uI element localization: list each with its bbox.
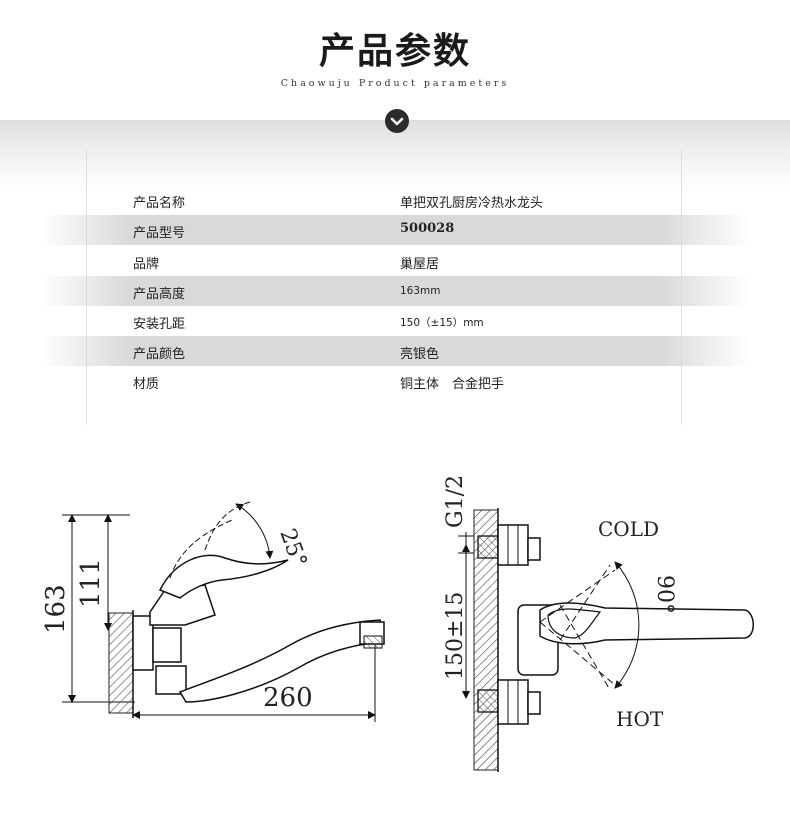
spec-label: 材质 <box>133 377 160 392</box>
side-view: 163 111 25° 260 <box>41 501 385 722</box>
dim-150-label: 150±15 <box>443 592 468 680</box>
chevron-down-icon[interactable] <box>385 109 409 133</box>
dim-g12-label: G1/2 <box>443 475 468 528</box>
angle-90-label: 90° <box>652 575 677 614</box>
spec-value: 163mm <box>400 285 441 297</box>
spec-value: 亮银色 <box>400 347 440 362</box>
dim-111-label: 111 <box>76 558 106 608</box>
spec-row-hole-distance: 安装孔距 150（±15）mm <box>40 306 750 336</box>
spec-label: 产品型号 <box>133 226 186 241</box>
spec-value: 150（±15）mm <box>400 317 484 329</box>
spec-row-color: 产品颜色 亮银色 <box>40 336 750 366</box>
spec-panel <box>0 120 790 425</box>
hot-label: HOT <box>616 707 664 731</box>
spec-label: 产品高度 <box>133 287 186 302</box>
spec-label: 产品名称 <box>133 196 186 211</box>
spec-row-height: 产品高度 163mm <box>40 276 750 306</box>
spec-row-model: 产品型号 500028 <box>40 215 750 245</box>
spec-label: 安装孔距 <box>133 317 186 332</box>
spec-row-brand: 品牌 巢屋居 <box>40 246 750 276</box>
spec-value: 500028 <box>400 221 455 236</box>
dim-260-label: 260 <box>263 683 313 713</box>
spec-row-material: 材质 铜主体 合金把手 <box>40 366 750 396</box>
cold-label: COLD <box>598 517 659 541</box>
page-subtitle: Chaowuju Product parameters <box>280 78 510 89</box>
dim-163-label: 163 <box>41 584 71 634</box>
spec-row-name: 产品名称 单把双孔厨房冷热水龙头 <box>40 185 750 215</box>
front-view: G1/2 150±15 90° <box>443 475 754 772</box>
technical-drawing: 163 111 25° 260 G1/2 <box>41 475 754 772</box>
header: 产品参数 Chaowuju Product parameters <box>0 0 790 110</box>
spec-value: 铜主体 合金把手 <box>400 377 505 392</box>
spec-value: 巢屋居 <box>400 257 440 272</box>
spec-label: 产品颜色 <box>133 347 186 362</box>
spec-value: 单把双孔厨房冷热水龙头 <box>400 196 544 211</box>
page-title: 产品参数 <box>318 31 471 72</box>
spec-label: 品牌 <box>133 257 160 272</box>
